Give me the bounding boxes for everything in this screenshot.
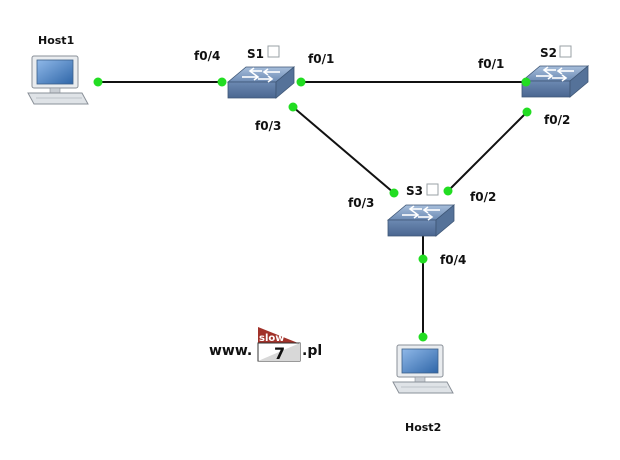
- switch-s2[interactable]: [521, 65, 589, 98]
- port-dots: [93, 77, 532, 342]
- s3-marker-box: [426, 183, 439, 196]
- port-label-s2-f01: f0/1: [478, 57, 504, 71]
- host2-label: Host2: [405, 421, 441, 434]
- s1-marker-box: [267, 45, 280, 58]
- port-label-s1-f01: f0/1: [308, 52, 334, 66]
- host1[interactable]: [27, 55, 89, 105]
- port-dot-host1: [93, 77, 103, 87]
- port-dot-host2: [418, 332, 428, 342]
- s1-label: S1: [247, 47, 264, 61]
- port-dot-s3-f04: [418, 254, 428, 264]
- port-label-s1-f04: f0/4: [194, 49, 220, 63]
- switch-s1[interactable]: [227, 66, 295, 99]
- port-dot-s2-f02: [522, 107, 532, 117]
- host1-label: Host1: [38, 34, 74, 47]
- port-label-s3-f02: f0/2: [470, 190, 496, 204]
- watermark-logo: www. slow 7 .pl: [209, 327, 322, 363]
- watermark-badge-flag: [258, 327, 298, 343]
- port-label-s3-f04: f0/4: [440, 253, 466, 267]
- port-dot-s1-f03: [288, 102, 298, 112]
- s2-marker-box: [559, 45, 572, 58]
- link-s1-s3[interactable]: [292, 106, 395, 194]
- port-dot-s2-f01: [521, 77, 531, 87]
- port-label-s1-f03: f0/3: [255, 119, 281, 133]
- host2[interactable]: [392, 344, 454, 394]
- port-dot-s3-f02: [443, 186, 453, 196]
- switch-s3[interactable]: [387, 204, 455, 237]
- watermark-badge-top: slow: [259, 333, 285, 344]
- watermark-prefix: www.: [209, 343, 252, 359]
- port-dot-s1-f04: [217, 77, 227, 87]
- port-label-s3-f03: f0/3: [348, 196, 374, 210]
- port-label-s2-f02: f0/2: [544, 113, 570, 127]
- port-dot-s1-f01: [296, 77, 306, 87]
- port-dot-s3-f03: [389, 188, 399, 198]
- s2-label: S2: [540, 46, 557, 60]
- links: [98, 81, 528, 338]
- watermark-badge-num: 7: [274, 344, 285, 363]
- s3-label: S3: [406, 184, 423, 198]
- watermark-badge-shade: [258, 343, 300, 361]
- watermark-suffix: .pl: [302, 343, 322, 359]
- link-s2-s3[interactable]: [447, 111, 528, 192]
